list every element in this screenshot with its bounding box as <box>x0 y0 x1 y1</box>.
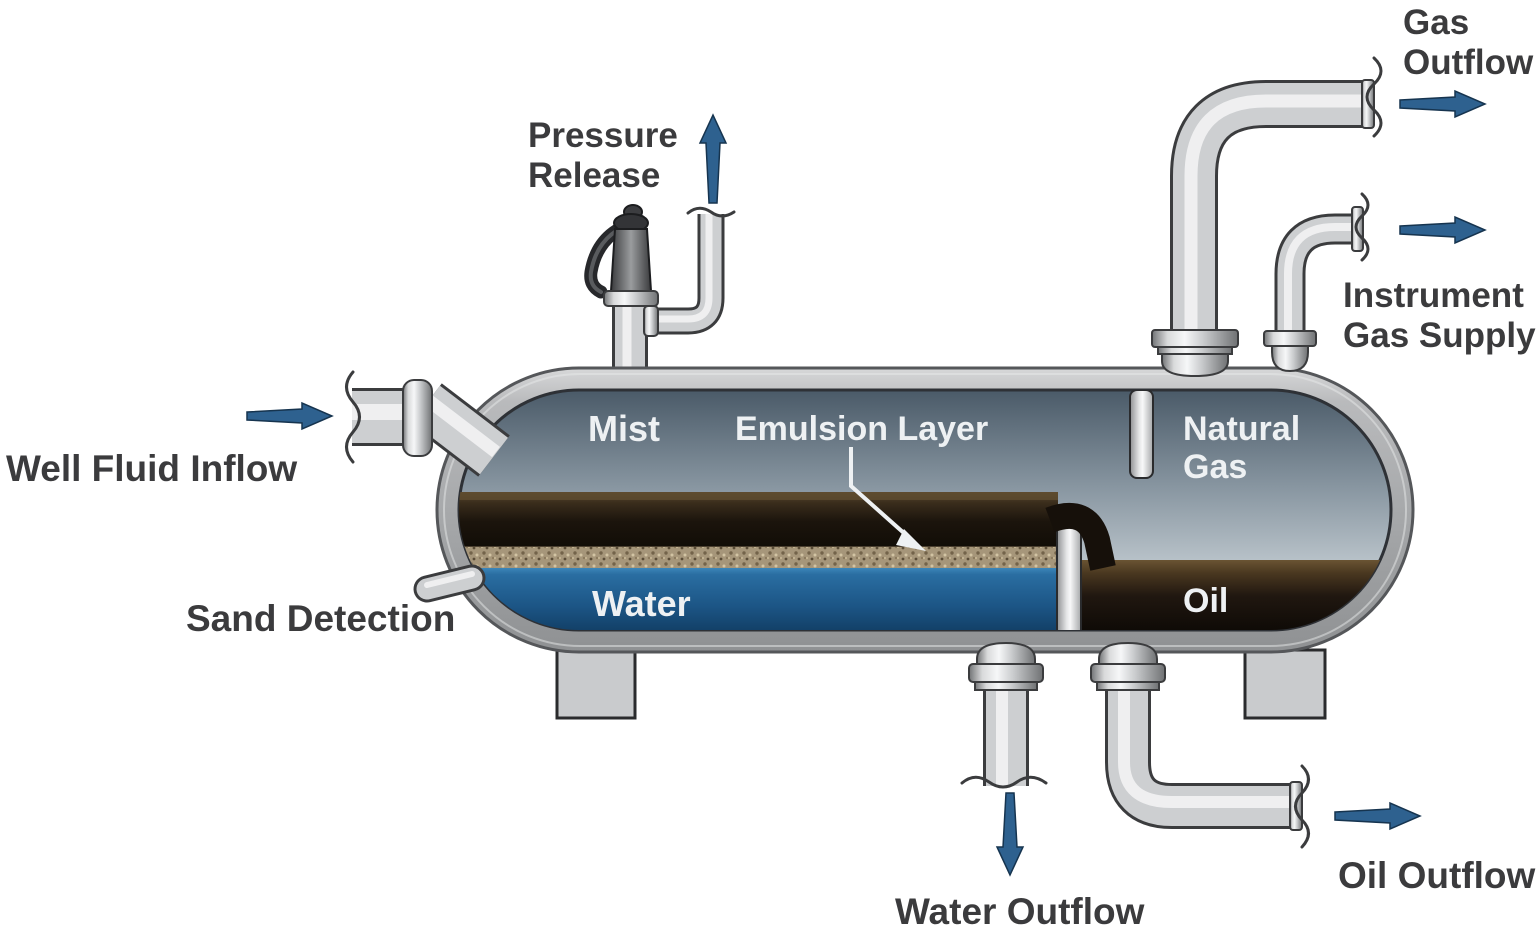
release-pipe-break-mark <box>686 206 736 218</box>
instrument-pipe-break-mark <box>1354 192 1370 262</box>
emulsion-leader-arrowhead-icon <box>896 529 926 551</box>
water-label: Water <box>592 583 691 624</box>
emulsion-layer-label: Emulsion Layer <box>735 410 988 448</box>
well-fluid-inflow-arrow-icon <box>246 401 334 431</box>
instrument-gas-supply-label-line1: Instrument <box>1343 276 1524 315</box>
gas-nozzle-ring <box>1157 346 1233 355</box>
oil-overflow <box>1045 503 1116 571</box>
inlet-diagonal-highlight <box>424 394 500 458</box>
pressure-release-label-line2: Release <box>528 156 660 195</box>
water-outlet-pipe <box>960 684 1048 789</box>
vessel-shell-highlight <box>443 373 1407 647</box>
instrument-gas-supply-arrow-icon <box>1399 215 1487 245</box>
support-leg-right <box>1243 648 1327 720</box>
vessel-contents <box>459 390 1391 630</box>
water-nozzle <box>968 641 1044 691</box>
water-nozzle-dome <box>976 641 1036 667</box>
gas-pipe-break-mark <box>1365 56 1383 138</box>
water-nozzle-flange <box>968 663 1044 683</box>
oil-outflow-label: Oil Outflow <box>1338 855 1536 896</box>
oil-layer-surface <box>459 492 1058 500</box>
release-pipe-body <box>652 214 722 332</box>
pressure-release-arrow-icon <box>698 113 728 204</box>
instrument-gas-pipe <box>1274 192 1370 342</box>
inlet-break-mark <box>345 370 361 464</box>
release-pipe-highlight <box>652 214 713 323</box>
sand-detection-nozzle <box>413 564 486 603</box>
well-fluid-inflow-label: Well Fluid Inflow <box>6 448 297 489</box>
valve-body <box>609 228 653 292</box>
release-pipe-flange <box>643 305 659 337</box>
pressure-release-label-line1: Pressure <box>528 116 678 155</box>
gas-dip-tube <box>1129 390 1154 479</box>
water-pipe-break-mark <box>960 775 1048 789</box>
pressure-relief-assembly <box>584 204 736 382</box>
gas-outflow-arrow-icon <box>1399 89 1487 119</box>
inlet-assembly <box>345 370 510 477</box>
water-outflow-arrow-icon <box>995 792 1025 877</box>
gas-nozzle-bell <box>1161 353 1229 378</box>
oil-nozzle-flange <box>1090 663 1166 683</box>
oil-label: Oil <box>1183 582 1228 620</box>
oil-pipe-break-mark <box>1294 764 1310 849</box>
gas-pipe-highlight <box>1184 94 1368 344</box>
oil-nozzle-ring <box>1096 681 1160 691</box>
gas-nozzle <box>1151 329 1239 378</box>
instrument-nozzle <box>1263 330 1317 373</box>
instrument-gas-supply-label-line2: Gas Supply <box>1343 316 1536 355</box>
water-layer <box>459 568 1080 630</box>
gas-outflow-label-line1: Gas <box>1403 3 1469 42</box>
gas-outflow-pipe <box>1170 56 1383 344</box>
oil-nozzle <box>1090 641 1166 691</box>
mist-label: Mist <box>588 408 660 449</box>
instrument-nozzle-bell <box>1271 345 1309 373</box>
oil-pipe-highlight <box>1118 684 1294 808</box>
natural-gas-label-line2: Gas <box>1183 448 1247 486</box>
sand-nozzle-highlight <box>424 571 475 588</box>
valve-flange <box>603 290 659 307</box>
water-outflow-label: Water Outflow <box>895 891 1145 930</box>
natural-gas-label-line1: Natural <box>1183 410 1300 448</box>
oil-outflow-arrow-icon <box>1334 801 1422 831</box>
instrument-nozzle-flange <box>1263 330 1317 347</box>
gas-nozzle-flange <box>1151 329 1239 348</box>
sand-nozzle-body <box>416 567 483 600</box>
emulsion-band <box>459 544 1057 568</box>
oil-nozzle-dome <box>1098 641 1158 667</box>
oil-layer <box>459 492 1058 546</box>
emulsion-leader-line <box>849 447 916 544</box>
gas-outflow-label-line2: Outflow <box>1403 43 1534 82</box>
sand-detection-label: Sand Detection <box>186 598 455 639</box>
water-nozzle-ring <box>974 681 1038 691</box>
inlet-flange <box>402 379 433 457</box>
oil-outlet-pipe <box>1105 684 1310 849</box>
support-leg-left <box>555 648 637 720</box>
instrument-pipe-highlight <box>1284 223 1356 342</box>
